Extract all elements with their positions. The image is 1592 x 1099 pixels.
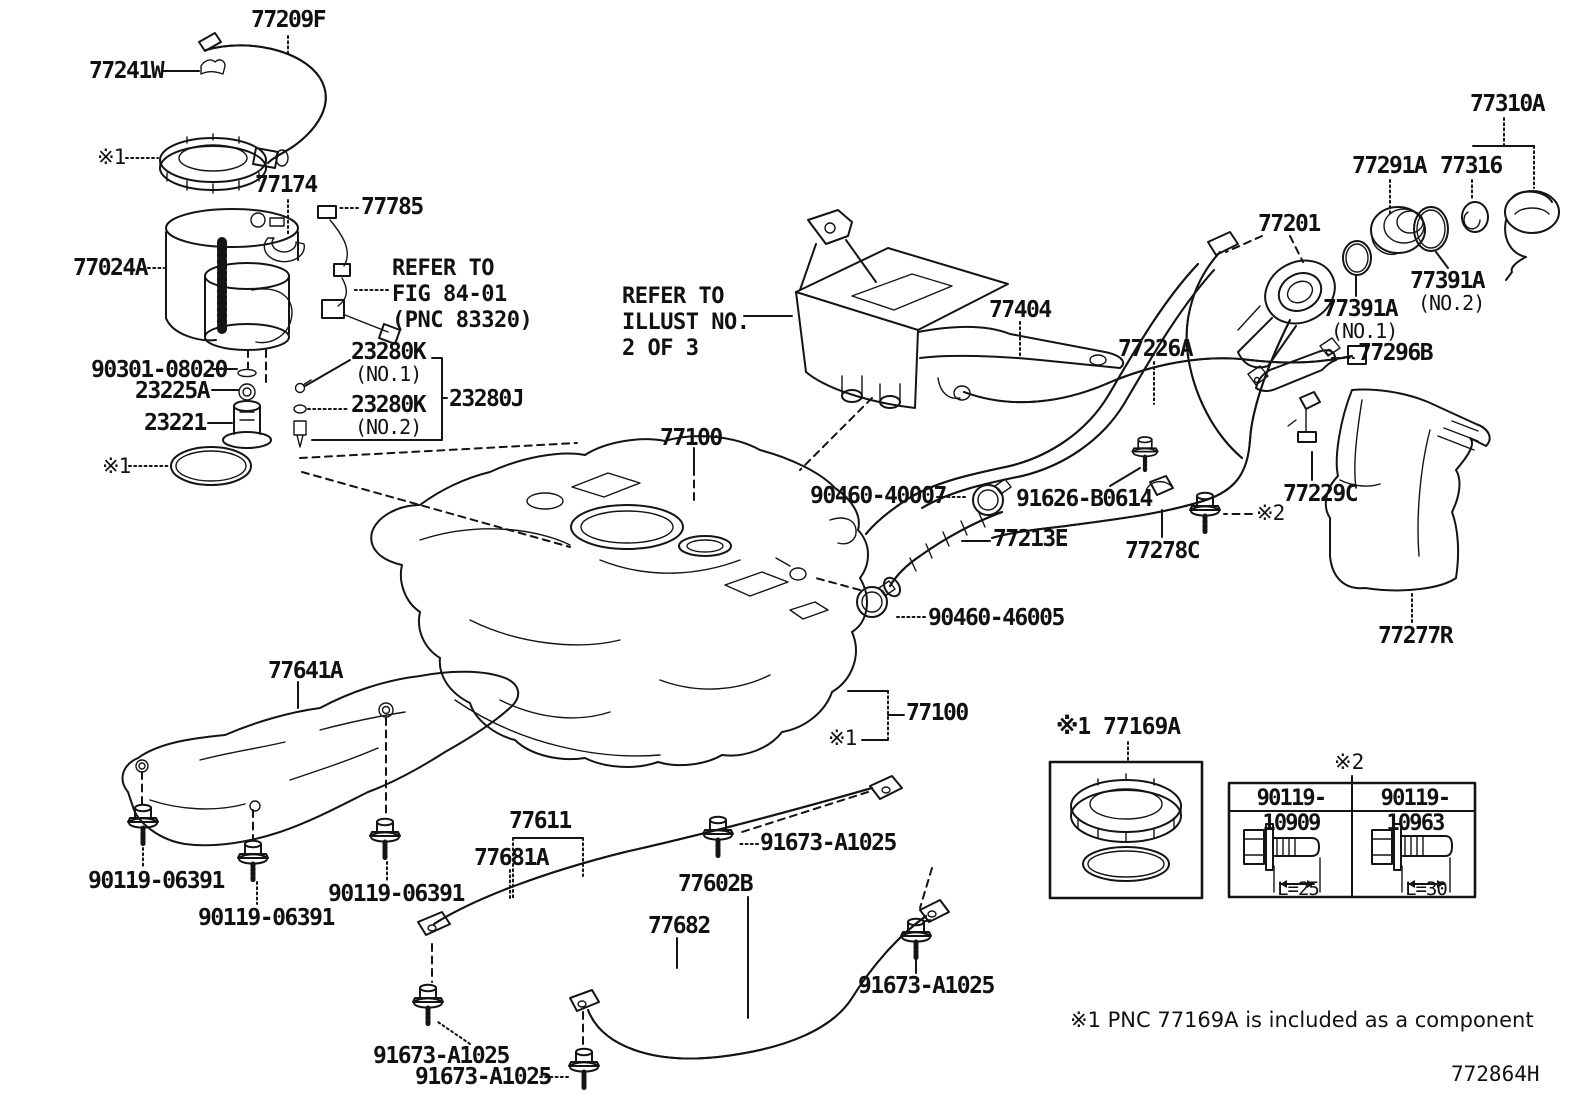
part-label-1-2: ※1 — [97, 145, 126, 169]
part-label-90301-08020-7: 90301-08020 — [91, 357, 228, 383]
part-label-90460-46005-32: 90460-46005 — [928, 605, 1065, 631]
part-label-NO-1-26: (NO.1) — [1331, 319, 1398, 343]
part-label-77229C-33: 77229C — [1283, 481, 1359, 507]
part-label-23225A-8: 23225A — [135, 378, 211, 404]
part-label-77226A-28: 77226A — [1118, 336, 1194, 362]
part-label-NO-1-10: (NO.1) — [355, 362, 422, 386]
bolt-table-marker: ※2 — [1334, 750, 1365, 774]
part-label-77291A-20: 77291A — [1352, 153, 1428, 179]
part-label-77278C-35: 77278C — [1125, 538, 1201, 564]
part-label-77201-19: 77201 — [1258, 211, 1321, 237]
part-label-91673-A1025-47: 91673-A1025 — [373, 1043, 510, 1069]
part-label-77277R-36: 77277R — [1378, 623, 1454, 649]
part-label-77024A-5: 77024A — [73, 255, 149, 281]
heat-shield-drawing — [121, 670, 520, 880]
part-label-NO-2-12: (NO.2) — [355, 415, 422, 439]
part-label-90119-06391-39: 90119-06391 — [328, 881, 465, 907]
part-label-2-34: ※2 — [1256, 501, 1285, 525]
part-label-90119-06391-40: 90119-06391 — [198, 905, 335, 931]
bolt-length-right: L=30 — [1405, 878, 1448, 900]
filler-pipe-and-hoses-drawing — [856, 231, 1367, 618]
part-label-77391A-25: 77391A — [1323, 296, 1399, 322]
part-label-77296B-27: 77296B — [1358, 340, 1434, 366]
part-label-23280K-11: 23280K — [351, 392, 427, 418]
part-label-NO-2-24: (NO.2) — [1418, 291, 1485, 315]
part-label-23280J-13: 23280J — [449, 386, 525, 412]
part-label-77681A-42: 77681A — [474, 845, 550, 871]
inset-lock-ring-box — [1048, 760, 1204, 900]
part-label-1-50: ※1 — [828, 726, 857, 750]
part-label-77316-21: 77316 — [1440, 153, 1503, 179]
part-label-1-15: ※1 — [102, 454, 131, 478]
footnote-text: ※1 PNC 77169A is included as a component — [1070, 1008, 1534, 1032]
fuel-cap-cluster-drawing — [1342, 190, 1560, 281]
part-label-77310A-22: 77310A — [1470, 91, 1546, 117]
part-label-90460-40007-29: 90460-40007 — [810, 483, 947, 509]
part-label-77213E-31: 77213E — [993, 526, 1069, 552]
inset-lock-ring-title: ※1 77169A — [1056, 714, 1181, 740]
fuel-tank-drawing — [370, 435, 869, 768]
part-label-77241W-1: 77241W — [89, 58, 165, 84]
inset-bolt-table — [1227, 781, 1477, 899]
bolt-table-part-number-left: 90119-10909 — [1256, 786, 1327, 836]
bolt-table-part-number-right: 90119-10963 — [1380, 786, 1451, 836]
fuel-tank-protector-drawing — [1324, 388, 1491, 592]
part-label-91626-B0614-30: 91626-B0614 — [1016, 486, 1153, 512]
part-label-77100-17: 77100 — [660, 425, 723, 451]
leader-lines — [125, 35, 1535, 1078]
tank-band-drawing — [413, 775, 950, 1088]
part-label-77682-45: 77682 — [648, 913, 711, 939]
part-label-77174-3: 77174 — [255, 172, 318, 198]
part-label-77391A-23: 77391A — [1410, 268, 1486, 294]
canister-drawing — [795, 209, 1125, 409]
fuel-pump-assembly-drawing — [159, 32, 401, 486]
part-label-91673-A1025-43: 91673-A1025 — [760, 830, 897, 856]
bolt-length-left: L=25 — [1277, 878, 1320, 900]
part-label-91673-A1025-46: 91673-A1025 — [858, 973, 995, 999]
part-label-77404-18: 77404 — [989, 297, 1052, 323]
part-label-77100-49: 77100 — [906, 700, 969, 726]
part-label-23280K-9: 23280K — [351, 339, 427, 365]
part-label-REFER-TO-ILLUST-NO-2-OF-3-16: REFER TO ILLUST NO. 2 OF 3 — [622, 284, 750, 361]
part-label-77611-41: 77611 — [509, 808, 572, 834]
part-label-91673-A1025-48: 91673-A1025 — [415, 1064, 552, 1090]
part-label-77641A-37: 77641A — [268, 658, 344, 684]
part-label-23221-14: 23221 — [144, 410, 207, 436]
part-label-77785-4: 77785 — [361, 194, 424, 220]
figure-code: 772864H — [1451, 1062, 1540, 1086]
part-label-77602B-44: 77602B — [678, 871, 754, 897]
part-label-90119-06391-38: 90119-06391 — [88, 868, 225, 894]
part-label-REFER-TO-FIG-84-01-PNC-83320-6: REFER TO FIG 84-01 (PNC 83320) — [392, 256, 533, 333]
part-label-77209F-0: 77209F — [251, 7, 327, 33]
